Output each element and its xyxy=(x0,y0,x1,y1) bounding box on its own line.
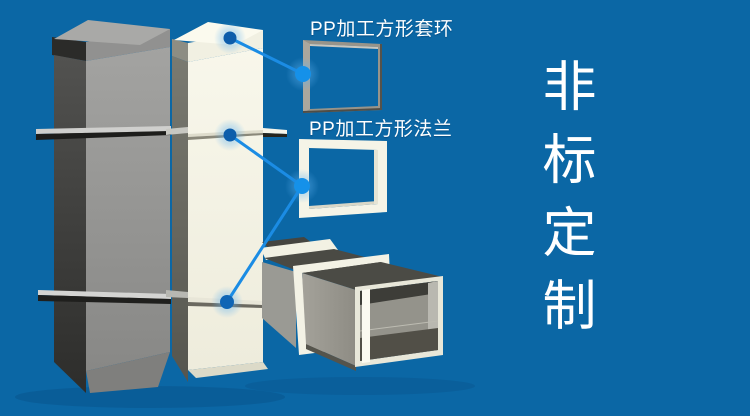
connector-dot xyxy=(295,66,311,82)
connector-dot xyxy=(220,295,234,309)
connector-line-collar xyxy=(229,36,304,76)
connector-dot xyxy=(223,31,237,45)
callout-label-collar: PP加工方形套环 xyxy=(310,19,454,40)
connector-dot xyxy=(223,128,237,142)
square-flange-sample xyxy=(299,139,387,218)
dark-duct-column xyxy=(36,20,171,393)
vertical-slogan-text: 非标定制 xyxy=(534,58,594,350)
connector-line-flange-upper xyxy=(229,133,303,188)
duct-back-flange xyxy=(260,239,338,260)
horizontal-duct xyxy=(260,237,443,371)
callout-connectors xyxy=(211,22,320,318)
ground-shadows xyxy=(15,377,475,408)
callout-label-flange: PP加工方形法兰 xyxy=(309,119,453,140)
connector-dot xyxy=(294,178,310,194)
duct-opening xyxy=(355,276,443,367)
connector-line-flange-lower xyxy=(225,185,304,303)
dark-column-flange-plates xyxy=(36,126,171,304)
